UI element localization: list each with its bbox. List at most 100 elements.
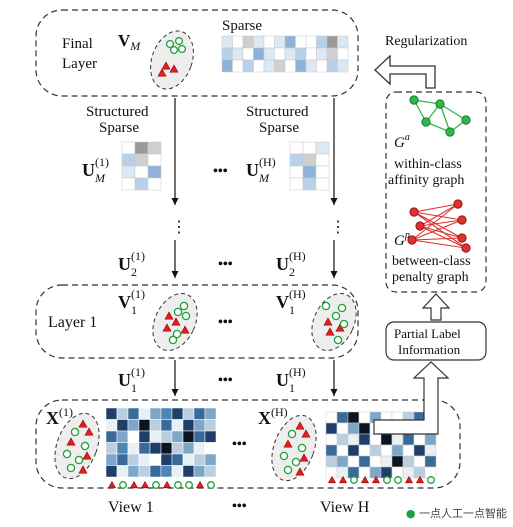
final-layer-label-1: Final	[62, 36, 93, 52]
matrix-cell	[358, 433, 371, 446]
matrix-cell	[253, 35, 265, 49]
matrix-cell	[337, 35, 349, 49]
u2-left-label: U2(1)	[118, 249, 145, 279]
within-class-graph	[409, 95, 471, 137]
matrix-cell	[315, 177, 330, 191]
graph-edge	[419, 219, 463, 227]
watermark: ● 一点人工一点智能	[406, 505, 507, 521]
matrix-cell	[149, 453, 162, 466]
sample-triangle	[180, 325, 190, 334]
matrix-cell	[204, 430, 217, 443]
graph-node	[461, 115, 471, 125]
sample-triangle	[129, 480, 139, 489]
matrix-cell	[149, 430, 162, 443]
matrix-cell	[134, 177, 149, 191]
sample-triangle	[161, 61, 171, 70]
matrix-cell	[274, 47, 286, 61]
matrix-cell	[380, 433, 393, 446]
graph-node	[457, 233, 467, 243]
matrix-cell	[204, 419, 217, 432]
matrix-cell	[289, 141, 304, 155]
matrix-cell	[402, 455, 415, 468]
matrix-cell	[105, 442, 118, 455]
matrix-cell	[336, 444, 349, 457]
matrix-cell	[116, 453, 129, 466]
up-arrow-to-graph	[421, 293, 451, 321]
matrix-cell	[391, 455, 404, 468]
sample-circle	[165, 39, 175, 49]
matrix-cell	[315, 153, 330, 167]
matrix-cell	[336, 422, 349, 435]
matrix-cell	[253, 59, 265, 73]
v1-right-label: V1(H)	[276, 287, 306, 317]
matrix-cell	[358, 455, 371, 468]
xh-label: X(H)	[258, 405, 288, 428]
matrix-cell	[160, 407, 173, 420]
matrix-cell	[424, 455, 437, 468]
sample-circle	[172, 329, 182, 339]
graph-edge	[411, 239, 467, 249]
matrix-cell	[193, 465, 206, 478]
matrix-cell	[138, 453, 151, 466]
matrix-cell	[337, 59, 349, 73]
vdots-right: ⋮	[330, 219, 346, 236]
sample-circle	[62, 449, 72, 459]
sample-circle	[174, 36, 184, 46]
matrix-cell	[105, 465, 118, 478]
matrix-cell	[391, 433, 404, 446]
matrix-cell	[347, 422, 360, 435]
matrix-cell	[193, 442, 206, 455]
graph-node	[445, 127, 455, 137]
sample-circle	[177, 44, 187, 54]
sample-triangle	[107, 480, 117, 489]
matrix-cell	[138, 430, 151, 443]
matrix-cell	[325, 455, 338, 468]
partial-label-box	[385, 321, 487, 361]
matrix-cell	[134, 153, 149, 167]
matrix-cell	[121, 153, 136, 167]
matrix-cell	[160, 442, 173, 455]
matrix-cell	[284, 35, 296, 49]
matrix-cell	[138, 442, 151, 455]
sparse-matrix	[221, 35, 349, 73]
sample-circle	[279, 451, 289, 461]
matrix-cell	[105, 453, 118, 466]
matrix-cell	[347, 444, 360, 457]
dots-u2: •••	[218, 257, 233, 272]
sample-triangle	[327, 475, 337, 484]
matrix-cell	[424, 433, 437, 446]
layer1-right-marks	[321, 301, 349, 345]
sample-circle	[383, 476, 391, 484]
matrix-cell	[347, 411, 360, 424]
wechat-logo-icon: ●	[405, 507, 416, 520]
between-line-2: penalty graph	[392, 270, 469, 285]
matrix-cell	[380, 455, 393, 468]
matrix-cell	[127, 419, 140, 432]
matrix-cell	[105, 419, 118, 432]
sample-circle	[291, 457, 301, 467]
matrix-cell	[182, 465, 195, 478]
sample-triangle	[140, 480, 150, 489]
matrix-cell	[284, 59, 296, 73]
matrix-cell	[193, 430, 206, 443]
sample-triangle	[169, 64, 179, 73]
matrix-cell	[147, 141, 162, 155]
sample-triangle	[66, 437, 76, 446]
sample-circle	[80, 441, 90, 451]
matrix-cell	[325, 433, 338, 446]
sample-circle	[427, 476, 435, 484]
final-layer-box	[35, 9, 359, 97]
matrix-cell	[242, 59, 254, 73]
u2-right-label: U2(H)	[276, 249, 306, 279]
within-line-2: affinity graph	[388, 173, 464, 188]
matrix-cell	[424, 444, 437, 457]
matrix-cell	[402, 466, 415, 479]
matrix-cell	[138, 465, 151, 478]
matrix-cell	[116, 407, 129, 420]
graph-node	[421, 117, 431, 127]
matrix-cell	[380, 444, 393, 457]
graph-edge	[413, 203, 459, 213]
matrix-cell	[116, 419, 129, 432]
matrix-cell	[105, 407, 118, 420]
matrix-cell	[369, 444, 382, 457]
